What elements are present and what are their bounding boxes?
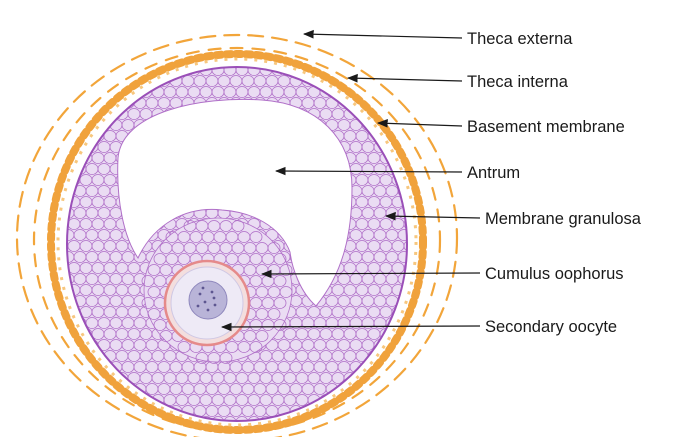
leader-theca-interna [348,78,462,81]
label-membrane-granulosa: Membrane granulosa [485,210,642,228]
label-basement-membrane: Basement membrane [467,118,625,136]
secondary-oocyte [165,261,249,345]
labels: Theca externa Theca interna Basement mem… [467,30,642,336]
label-theca-externa: Theca externa [467,30,573,48]
oocyte-nucleus [189,281,227,319]
label-theca-interna: Theca interna [467,73,569,91]
label-antrum: Antrum [467,164,520,182]
leader-theca-externa [304,34,462,38]
label-secondary-oocyte: Secondary oocyte [485,318,617,336]
label-cumulus-oophorus: Cumulus oophorus [485,265,624,283]
